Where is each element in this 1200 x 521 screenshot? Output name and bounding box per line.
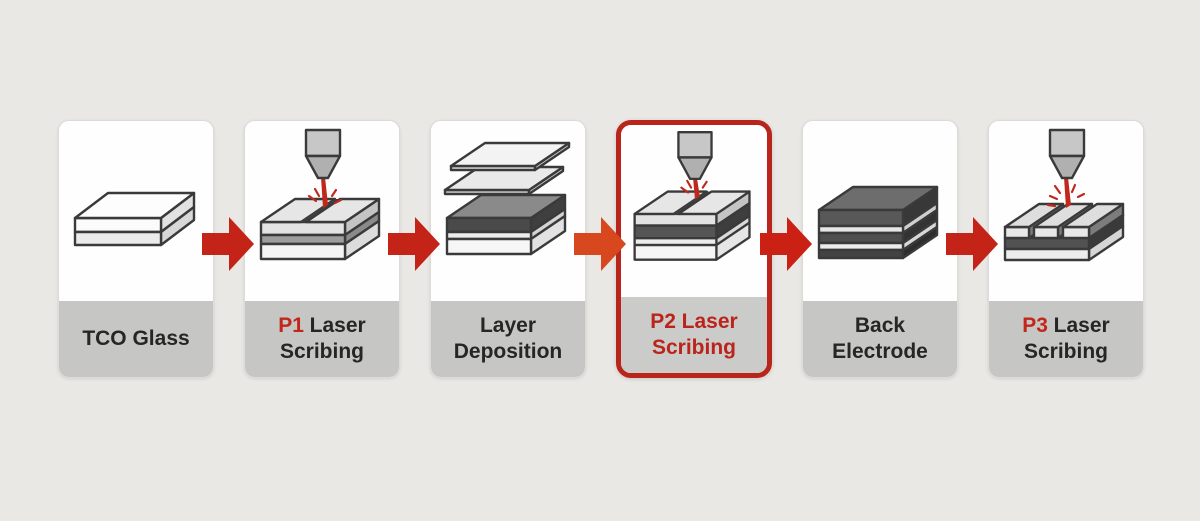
step-label-tco-glass: TCO Glass bbox=[59, 301, 213, 377]
p3-laser-scribing-illustration bbox=[989, 121, 1143, 301]
right-arrow-icon bbox=[946, 217, 998, 271]
p3-laser-scribing-icon bbox=[1003, 128, 1125, 262]
p3-accent: P3 bbox=[1022, 314, 1048, 337]
p2-laser-scribing-icon bbox=[633, 130, 751, 261]
p2-laser-scribing-illustration bbox=[621, 125, 767, 297]
laser-head-icon bbox=[677, 130, 713, 181]
flow-arrow-2 bbox=[388, 120, 440, 378]
scribed-bar-3 bbox=[1061, 202, 1125, 240]
flow-arrow-4 bbox=[760, 120, 812, 378]
back-electrode-icon bbox=[817, 185, 939, 260]
flow-arrow-1 bbox=[202, 120, 254, 378]
step-label-text: Layer bbox=[479, 314, 537, 337]
right-arrow-icon bbox=[574, 217, 626, 271]
step-label-text: Scribing bbox=[651, 336, 736, 359]
step-label-text: Back bbox=[854, 314, 906, 337]
right-arrow-icon bbox=[388, 217, 440, 271]
laser-sparks bbox=[307, 187, 343, 205]
flow-arrow-5 bbox=[946, 120, 998, 378]
p1-laser-scribing-icon bbox=[259, 128, 381, 261]
tco-glass-illustration bbox=[59, 121, 213, 301]
step-card-tco-glass: TCO Glass bbox=[58, 120, 214, 378]
p1-laser-scribing-illustration bbox=[245, 121, 399, 301]
laser-sparks bbox=[680, 179, 708, 194]
laser-head-icon bbox=[1048, 128, 1086, 180]
p1-accent: P1 bbox=[278, 314, 304, 337]
step-label-text: Deposition bbox=[453, 340, 563, 363]
deposited-sheet-lower bbox=[443, 165, 565, 196]
laser-beam bbox=[693, 177, 700, 200]
p2-accent: P2 bbox=[650, 310, 676, 333]
laser-sparks bbox=[1046, 183, 1086, 208]
right-arrow-icon bbox=[202, 217, 254, 271]
step-label-text: Scribing bbox=[1023, 340, 1108, 363]
tco-glass-icon bbox=[73, 191, 196, 247]
laser-beam bbox=[321, 177, 328, 208]
laser-beam bbox=[1064, 177, 1071, 208]
step-label-text: Scribing bbox=[279, 340, 364, 363]
right-arrow-icon bbox=[760, 217, 812, 271]
step-label-text: Electrode bbox=[832, 340, 928, 363]
back-electrode-illustration bbox=[803, 121, 957, 301]
laser-head-icon bbox=[304, 128, 342, 180]
step-card-layer-deposition: Layer Deposition bbox=[430, 120, 586, 378]
step-card-back-electrode: Back Electrode bbox=[802, 120, 958, 378]
step-label-layer-deposition: Layer Deposition bbox=[431, 301, 585, 377]
step-label-back-electrode: Back Electrode bbox=[803, 301, 957, 377]
flow-arrow-3 bbox=[574, 120, 626, 378]
process-flow-row: TCO Glass bbox=[58, 120, 1144, 378]
layer-deposition-icon bbox=[443, 141, 571, 256]
layer-deposition-illustration bbox=[431, 121, 585, 301]
deposited-sheet-upper bbox=[449, 141, 571, 172]
step-label-text: TCO Glass bbox=[82, 327, 190, 350]
